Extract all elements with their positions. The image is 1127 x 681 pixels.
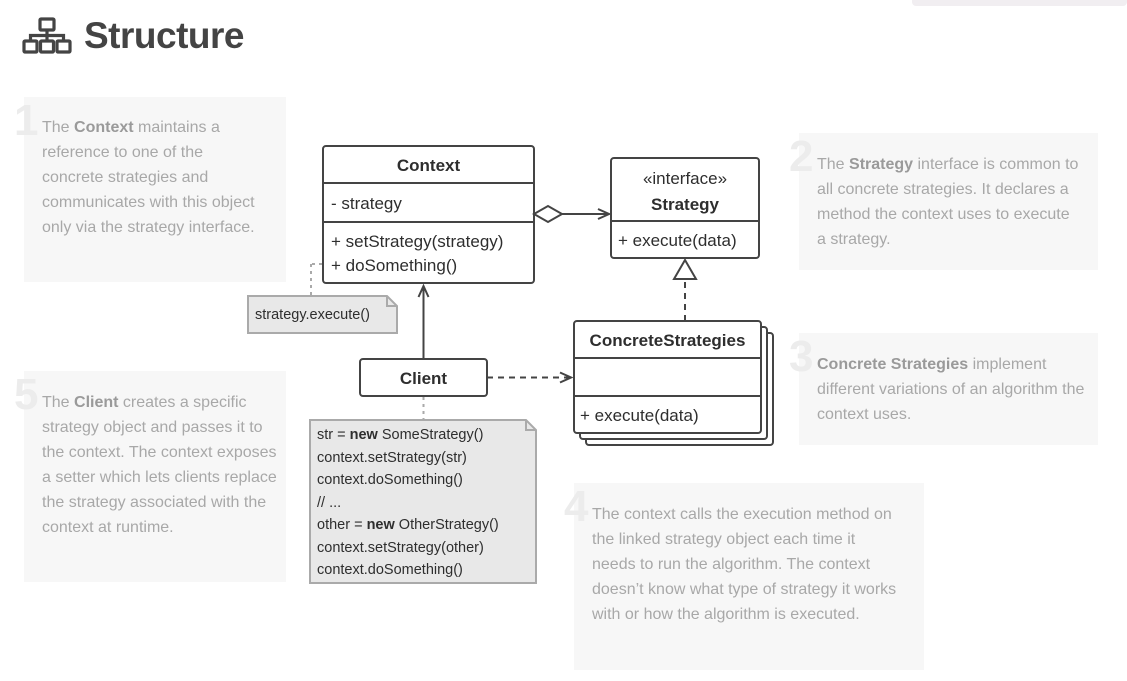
note-client-code: [309, 419, 537, 584]
concrete-method: + execute(data): [580, 406, 699, 425]
panel-text: The context calls the execution method o…: [592, 506, 897, 623]
page-heading: Structure: [22, 14, 244, 58]
strategy-method: + execute(data): [618, 231, 737, 250]
panel-number: 1: [14, 96, 39, 145]
panel-text: The Strategy interface is common to all …: [817, 156, 1079, 248]
panel-text: The Client creates a specific strategy o…: [42, 394, 277, 536]
client-class-name: Client: [400, 369, 448, 388]
panel-concrete: 3 Concrete Strategies implement differen…: [789, 333, 1098, 445]
panel-text: Concrete Strategies implement different …: [817, 356, 1085, 423]
code-line: context.setStrategy(other): [317, 539, 484, 556]
context-field: - strategy: [331, 194, 402, 213]
page-title: Structure: [84, 15, 244, 56]
panel-client: 5 The Client creates a specific strategy…: [14, 371, 286, 582]
panel-number: 3: [789, 332, 814, 381]
context-class: Context - strategy + setStrategy(strateg…: [322, 145, 535, 284]
panel-context: 1 The Context maintains a reference to o…: [14, 97, 286, 282]
client-class: Client: [359, 358, 488, 397]
context-method: + setStrategy(strategy): [331, 232, 503, 251]
strategy-interface: «interface» Strategy + execute(data): [610, 157, 760, 259]
code-line: str = new SomeStrategy(): [317, 427, 484, 443]
panel-number: 2: [789, 132, 814, 181]
aggregation-relation: [531, 204, 609, 224]
note-strategy-execute: [247, 295, 398, 334]
panel-text: The Context maintains a reference to one…: [42, 119, 255, 236]
code-line: context.doSomething(): [317, 472, 463, 488]
sitemap-icon: [22, 17, 72, 54]
context-method: + doSomething(): [331, 256, 457, 275]
code-line: context.doSomething(): [317, 562, 463, 578]
panel-number: 5: [14, 370, 39, 419]
code-line: context.setStrategy(str): [317, 449, 467, 466]
panel-execution: 4 The context calls the execution method…: [564, 483, 924, 670]
realization-relation: [672, 258, 698, 321]
code-line: other = new OtherStrategy(): [317, 517, 499, 533]
concrete-strategies-class: ConcreteStrategies + execute(data): [573, 320, 774, 446]
concrete-strategies-name: ConcreteStrategies: [590, 331, 746, 350]
code-line: // ...: [317, 494, 342, 511]
strategy-stereotype: «interface»: [643, 169, 727, 188]
note-execute-text: strategy.execute(): [255, 307, 370, 323]
panel-number: 4: [564, 482, 589, 531]
context-class-name: Context: [397, 156, 461, 175]
panel-strategy: 2 The Strategy interface is common to al…: [789, 133, 1098, 270]
top-strip: [912, 0, 1127, 6]
strategy-interface-name: Strategy: [651, 195, 720, 214]
